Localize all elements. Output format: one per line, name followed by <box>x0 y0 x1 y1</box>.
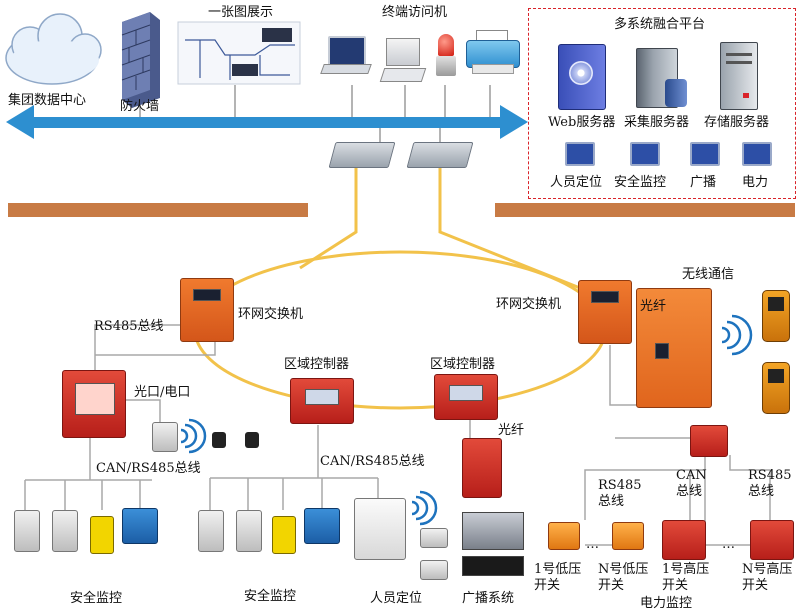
lv-switch-device <box>612 522 644 550</box>
firewall-icon <box>121 12 160 108</box>
overview-map-icon <box>177 21 301 85</box>
sensor-device <box>272 516 296 554</box>
ring-switch-left-device <box>180 278 234 342</box>
broadcast-host <box>462 512 524 550</box>
overview-display-label: 一张图展示 <box>208 5 274 20</box>
pc-icon <box>742 142 772 166</box>
pc-icon <box>630 142 660 166</box>
ellipsis-hv: … <box>722 537 735 552</box>
web-server-icon <box>558 44 606 110</box>
ring-network <box>193 250 607 410</box>
lv-switch-device <box>548 522 580 550</box>
phone-icon <box>762 290 790 342</box>
broadcast-system-label: 广播系统 <box>462 591 515 606</box>
firewall-label: 防火墙 <box>120 99 160 114</box>
area-controller-1-label: 区域控制器 <box>284 357 350 372</box>
fiber-left-drop <box>299 168 358 270</box>
web-server-label: Web服务器 <box>548 115 616 130</box>
location-base-station <box>354 498 406 560</box>
ground-layer-right <box>495 203 795 217</box>
fusion-platform-title: 多系统融合平台 <box>614 17 706 32</box>
phone-icon <box>762 362 790 414</box>
fiber-mid-label: 光纤 <box>498 423 525 438</box>
wifi-icon <box>411 490 438 526</box>
location-card-device <box>420 528 448 548</box>
reader-device <box>212 432 226 448</box>
area-controller-2-device <box>434 374 498 420</box>
pc-icon <box>690 142 720 166</box>
ground-layer-left <box>8 203 308 217</box>
terminal-access-label: 终端访问机 <box>382 5 448 20</box>
sensor-device <box>198 510 224 552</box>
wifi-icon <box>721 314 753 356</box>
can-bus-label: CAN 总线 <box>676 468 707 500</box>
rs485-bus-label: RS485总线 <box>94 319 164 334</box>
storage-server-icon <box>720 42 758 110</box>
network-switch-right <box>406 142 474 168</box>
converter-device <box>152 422 178 452</box>
power-monitor-substation <box>690 425 728 457</box>
optical-electrical-port-label: 光口/电口 <box>134 385 191 400</box>
lv-switch-1-label: 1号低压 开关 <box>534 562 582 594</box>
junction-box-device <box>304 508 340 544</box>
cloud-icon <box>5 13 102 85</box>
location-card-device <box>420 560 448 580</box>
sensor-device <box>90 516 114 554</box>
hv-switch-device <box>662 520 706 560</box>
junction-box-device <box>122 508 158 544</box>
collect-server-icon <box>636 48 687 108</box>
can-rs485-mid-label: CAN/RS485总线 <box>320 454 425 469</box>
power-top-label: 电力 <box>742 175 769 190</box>
pc-icon <box>565 142 595 166</box>
safety-monitor-1-label: 安全监控 <box>70 591 123 606</box>
rs485-bus-left-label: RS485 总线 <box>598 478 642 510</box>
personnel-location-top-label: 人员定位 <box>550 175 603 190</box>
laptop-icon <box>320 36 372 78</box>
lv-switch-n-label: N号低压 开关 <box>598 562 649 594</box>
hv-switch-device <box>750 520 794 560</box>
top-drop-lines <box>139 85 491 142</box>
personnel-location-label: 人员定位 <box>370 591 423 606</box>
desktop-pc-icon <box>379 38 427 84</box>
area-controller-2-label: 区域控制器 <box>430 357 496 372</box>
group-data-center-label: 集团数据中心 <box>8 93 87 108</box>
power-monitor-label: 电力监控 <box>640 596 693 611</box>
hv-switch-1-label: 1号高压 开关 <box>662 562 710 594</box>
ring-switch-right-label: 环网交换机 <box>496 297 562 312</box>
ring-switch-right-device <box>578 280 632 344</box>
backbone-bus-arrow <box>6 105 528 139</box>
sensor-device <box>236 510 262 552</box>
collect-server-label: 采集服务器 <box>624 115 690 130</box>
alarm-light-icon <box>436 34 456 78</box>
can-rs485-left-label: CAN/RS485总线 <box>96 461 201 476</box>
sensor-device <box>14 510 40 552</box>
wireless-base-station <box>636 288 712 408</box>
wifi-icon <box>180 418 207 454</box>
wireless-comm-label: 无线通信 <box>682 267 735 282</box>
printer-icon <box>466 30 520 76</box>
area-controller-1-device <box>290 378 354 424</box>
rs485-bus-right-label: RS485 总线 <box>748 468 792 500</box>
reader-device <box>245 432 259 448</box>
led-display <box>462 556 524 576</box>
broadcast-telephone <box>462 438 502 498</box>
storage-server-label: 存储服务器 <box>704 115 770 130</box>
ring-switch-left-label: 环网交换机 <box>238 307 304 322</box>
safety-monitor-2-label: 安全监控 <box>244 589 297 604</box>
network-switch-left <box>328 142 396 168</box>
broadcast-top-label: 广播 <box>690 175 717 190</box>
fiber-right-label: 光纤 <box>640 299 667 314</box>
monitoring-substation <box>62 370 126 438</box>
hv-switch-n-label: N号高压 开关 <box>742 562 793 594</box>
ellipsis-lv: … <box>586 537 599 552</box>
safety-monitor-top-label: 安全监控 <box>614 175 667 190</box>
sensor-device <box>52 510 78 552</box>
fusion-platform-box <box>528 8 796 199</box>
